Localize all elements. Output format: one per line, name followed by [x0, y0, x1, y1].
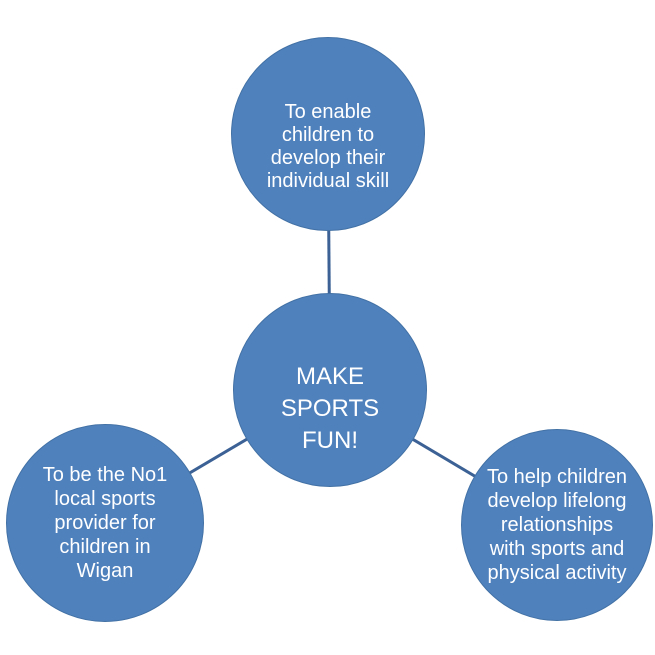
node-bottom-left-goal: To be the No1 local sports provider for …: [6, 424, 204, 622]
node-top-goal: To enable children to develop their indi…: [231, 37, 425, 231]
node-bottom-right-goal-label: To help children develop lifelong relati…: [486, 466, 628, 584]
node-center-goal: MAKE SPORTS FUN!: [233, 293, 427, 487]
node-center-goal-label: MAKE SPORTS FUN!: [280, 363, 380, 454]
node-bottom-left-goal-label: To be the No1 local sports provider for …: [42, 464, 168, 582]
node-top-goal-label: To enable children to develop their indi…: [266, 101, 390, 192]
node-bottom-right-goal: To help children develop lifelong relati…: [461, 429, 653, 621]
